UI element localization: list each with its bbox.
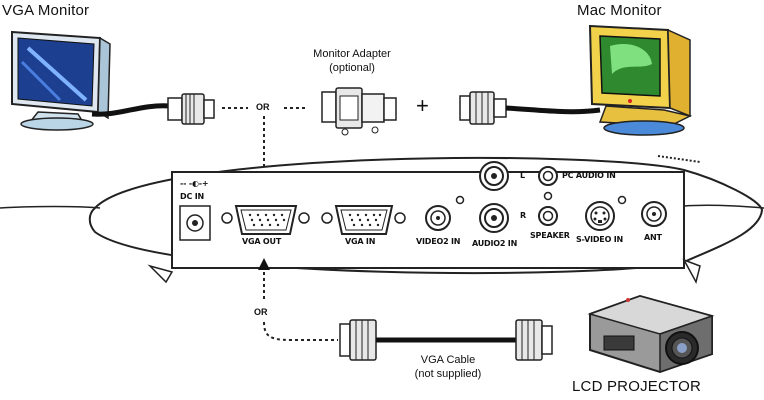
mac-monitor-cable	[505, 105, 601, 115]
vga-in-label: VGA IN	[345, 237, 376, 246]
or-label-top: OR	[256, 102, 270, 112]
audio2-in-jacks	[479, 161, 509, 233]
vga-monitor-cable	[91, 103, 171, 117]
video2-in-label: VIDEO2 IN	[416, 237, 461, 246]
arrow-up-icon	[258, 258, 270, 270]
vga-monitor-icon	[11, 30, 111, 131]
adapter-title: Monitor Adapter	[313, 48, 391, 60]
speaker-label: SPEAKER	[530, 231, 570, 240]
ant-label: ANT	[644, 233, 662, 242]
lcd-projector-icon	[587, 294, 715, 374]
plus-sign: +	[416, 93, 429, 118]
mac-monitor-icon	[588, 24, 693, 136]
vga-connector-icon	[167, 93, 215, 125]
vga-cable-title: VGA Cable	[420, 354, 476, 366]
or-label-bottom: OR	[254, 307, 268, 317]
audio-r-label: R	[520, 211, 526, 220]
monitor-adapter-icon	[321, 87, 397, 136]
pc-audio-in-label: PC AUDIO IN	[562, 171, 616, 180]
vga-out-port	[221, 205, 310, 235]
mac-monitor-label: Mac Monitor	[577, 2, 662, 19]
audio-l-label: L	[520, 171, 525, 180]
vga-in-port	[321, 205, 406, 235]
s-video-in-jack	[585, 195, 627, 231]
dc-symbol-label: -- -◐-+	[180, 179, 209, 188]
adapter-note: (optional)	[329, 62, 375, 74]
mac-connector-icon	[459, 91, 507, 125]
dotted-link-bottom	[263, 321, 338, 341]
video2-in-jack	[425, 195, 465, 231]
vga-monitor-label: VGA Monitor	[2, 2, 90, 19]
dc-in-jack	[179, 205, 211, 241]
s-video-in-label: S-VIDEO IN	[576, 235, 624, 244]
vga-cable-note: (not supplied)	[414, 368, 482, 380]
audio2-in-label: AUDIO2 IN	[472, 239, 518, 248]
vga-cable-icon	[339, 319, 553, 361]
lcd-projector-label: LCD PROJECTOR	[572, 378, 702, 395]
vga-out-label: VGA OUT	[242, 237, 282, 246]
dc-in-label: DC IN	[180, 192, 204, 201]
ant-jack	[641, 201, 667, 227]
pc-audio-speaker-jacks	[538, 166, 558, 226]
